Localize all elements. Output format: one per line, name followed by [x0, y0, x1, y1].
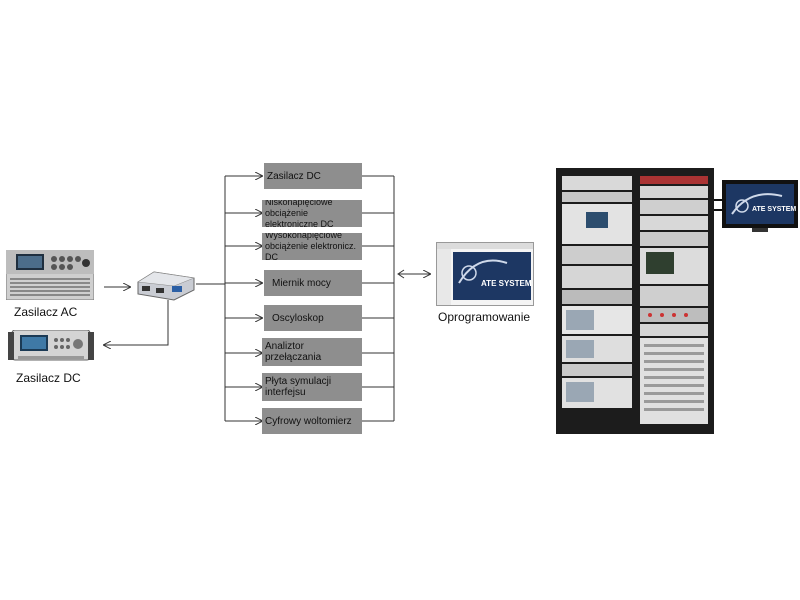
instrument-label: Wysokonapięciowe obciążenie elektronicz.… [265, 233, 357, 260]
rack-monitor: ATE SYSTEM [722, 180, 798, 232]
instrument-label: Oscyloskop [272, 312, 324, 324]
instrument-label: Niskonapięciowe obciążenie elektroniczne… [265, 200, 334, 227]
instrument-label: Analiztor przełączania [265, 341, 322, 363]
ac-power-source-device [5, 249, 95, 301]
instrument-label: Cyfrowy woltomierz [265, 415, 352, 427]
instrument-box-low-voltage-load: Niskonapięciowe obciążenie elektroniczne… [262, 200, 362, 227]
software-label: Oprogramowanie [438, 310, 531, 324]
instrument-label: Zasilacz DC [267, 170, 321, 182]
instrument-box-high-voltage-load: Wysokonapięciowe obciążenie elektronicz.… [262, 233, 362, 260]
instrument-box-oscilloscope: Oscyloskop [264, 305, 362, 331]
arrow-hub-to-dc [104, 300, 169, 345]
software-screenshot: ATE SYSTEM [436, 242, 534, 306]
dc-source-label: Zasilacz DC [16, 371, 81, 385]
instrument-box-dc-supply: Zasilacz DC [264, 163, 362, 189]
monitor-logo-text: ATE SYSTEM [752, 206, 797, 213]
interface-hub-device [134, 268, 198, 302]
instrument-label: Płyta symulacji interfejsu [265, 376, 332, 398]
instrument-box-switching-analyzer: Analiztor przełączania [262, 338, 362, 366]
test-rack-cabinet [556, 168, 714, 434]
instrument-box-power-meter: Miernik mocy [264, 270, 362, 296]
dc-power-source-device [8, 329, 94, 364]
ac-source-label: Zasilacz AC [14, 305, 78, 319]
instrument-label: Miernik mocy [272, 277, 331, 289]
software-logo-text: ATE SYSTEM [481, 279, 532, 288]
instrument-box-digital-voltmeter: Cyfrowy woltomierz [262, 408, 362, 434]
instrument-box-interface-board: Płyta symulacji interfejsu [262, 373, 362, 401]
